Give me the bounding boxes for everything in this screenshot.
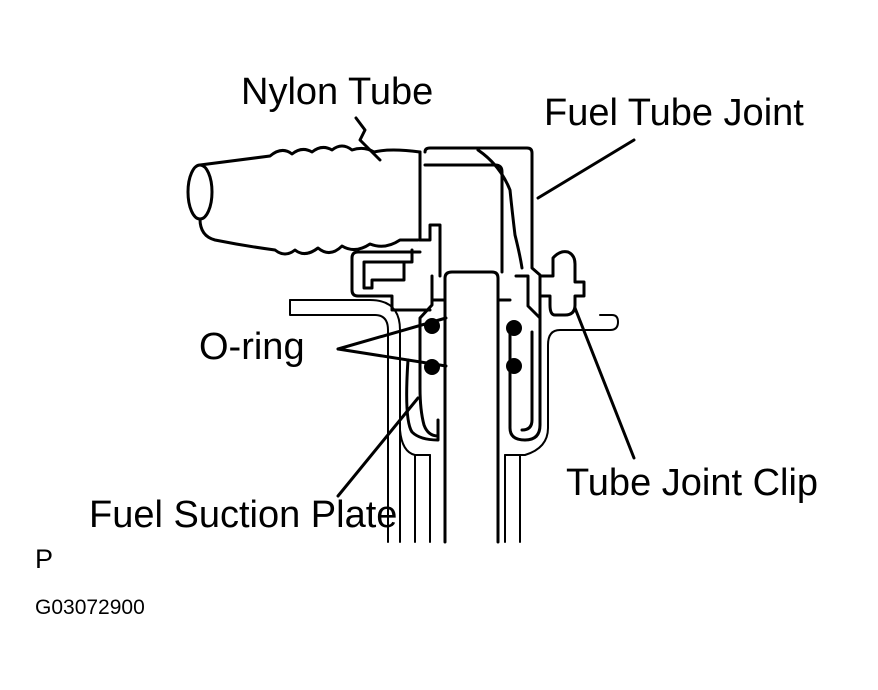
fuel-pipe-shape <box>443 270 500 544</box>
leader-o-ring-lower <box>336 347 448 368</box>
label-fuel-tube-joint: Fuel Tube Joint <box>544 92 804 134</box>
figure-code: G03072900 <box>35 596 145 619</box>
label-o-ring: O-ring <box>199 326 305 368</box>
o-ring-dots <box>424 318 522 375</box>
tube-joint-clip-shape <box>538 250 586 317</box>
leader-fuel-suction-plate <box>336 396 420 498</box>
leader-nylon-tube <box>354 116 382 162</box>
label-tube-joint-clip: Tube Joint Clip <box>566 462 819 504</box>
leader-o-ring-upper <box>336 316 448 351</box>
fuel-tube-joint-shape <box>350 146 542 442</box>
label-nylon-tube: Nylon Tube <box>241 71 434 113</box>
leader-lines <box>336 116 636 498</box>
leader-fuel-tube-joint <box>536 138 636 200</box>
o-ring-dot-lower-right <box>506 358 522 374</box>
nylon-tube-shape <box>186 144 422 256</box>
o-ring-dot-upper-right <box>506 320 522 336</box>
marker-letter: P <box>35 544 54 574</box>
leader-tube-joint-clip <box>573 306 636 460</box>
label-fuel-suction-plate: Fuel Suction Plate <box>89 494 398 536</box>
